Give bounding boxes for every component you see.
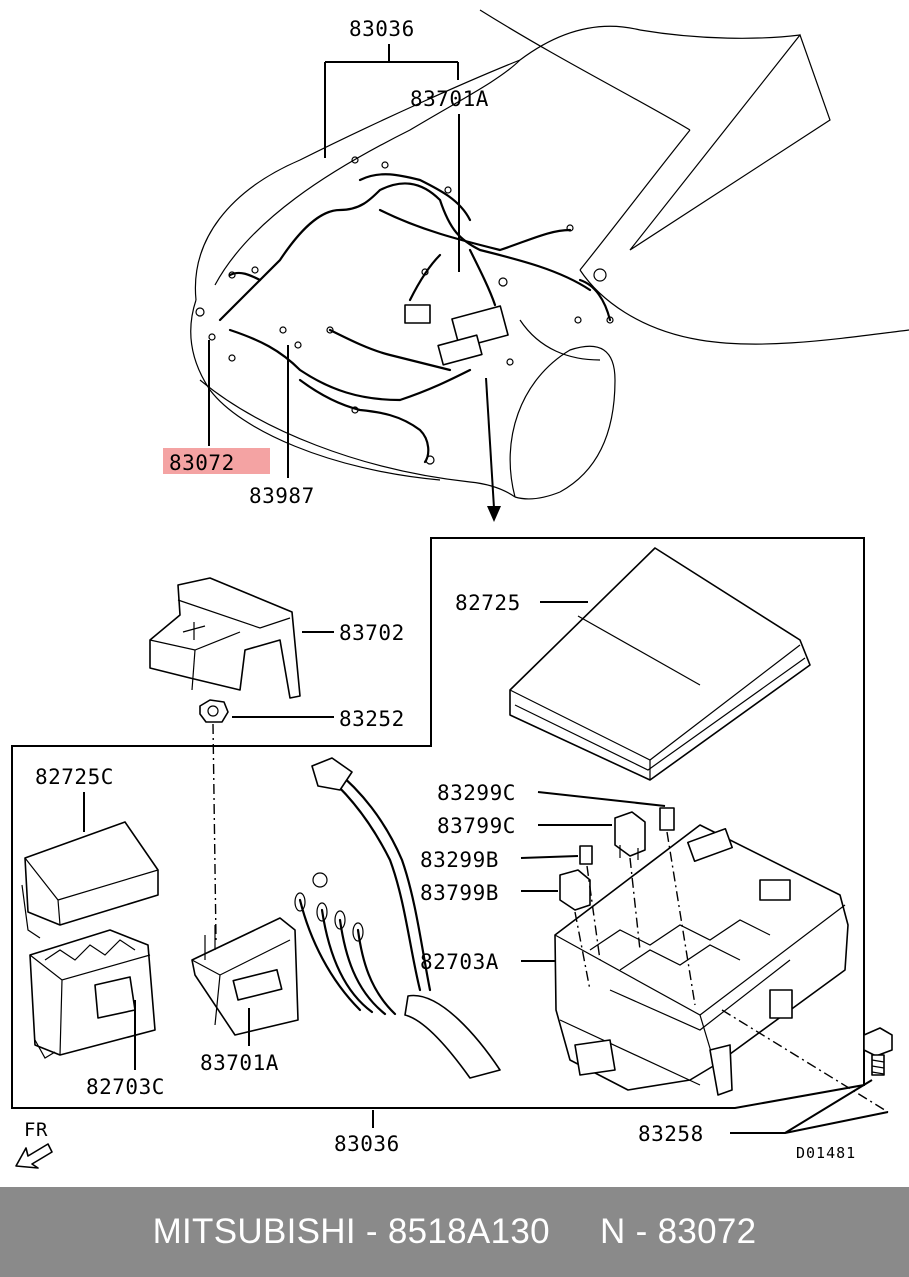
label-83799b: 83799B	[420, 881, 499, 905]
car-body-outline	[190, 9, 909, 500]
nut	[199, 699, 229, 723]
label-82725: 82725	[455, 591, 521, 615]
label-83072: 83072	[169, 451, 235, 475]
callout-83036-top: 83036	[324, 17, 459, 158]
fr-arrow-icon	[15, 1143, 53, 1169]
callout-83702: 83702	[302, 621, 405, 645]
callout-83258: 83258	[638, 1079, 889, 1146]
label-83299c: 83299C	[437, 781, 516, 805]
footer-bar: MITSUBISHI - 8518A130 N - 83072	[0, 1187, 909, 1277]
callout-82703c: 82703C	[86, 1000, 165, 1099]
callout-83799c: 83799C	[437, 814, 612, 838]
highlight-83072	[163, 448, 270, 474]
callout-83299c: 83299C	[437, 781, 666, 807]
callout-83701a-bottom: 83701A	[200, 1008, 279, 1075]
fr-label: FR	[24, 1119, 48, 1141]
label-83701a-bottom: 83701A	[200, 1051, 279, 1075]
diagram-code: D01481	[796, 1144, 856, 1162]
callout-83036-bottom: 83036	[334, 1110, 400, 1156]
label-83799c: 83799C	[437, 814, 516, 838]
front-direction-indicator: FR	[15, 1119, 53, 1169]
callout-83072: 83072	[163, 340, 270, 475]
callout-83299b: 83299B	[420, 848, 579, 872]
callout-82703a: 82703A	[420, 950, 556, 974]
bolt-centerline	[721, 1009, 889, 1113]
callout-82725c: 82725C	[35, 765, 114, 832]
label-83299b: 83299B	[420, 848, 499, 872]
relay-83799b	[559, 869, 591, 911]
callout-82725: 82725	[455, 591, 588, 615]
fuse-box-cover	[509, 547, 811, 781]
label-82703c: 82703C	[86, 1075, 165, 1099]
label-83702: 83702	[339, 621, 405, 645]
label-83252: 83252	[339, 707, 405, 731]
label-82703a: 82703A	[420, 950, 499, 974]
callout-83252: 83252	[232, 707, 405, 731]
detail-arrow	[485, 377, 501, 522]
label-83701a-top: 83701A	[410, 87, 489, 111]
label-83036-bottom: 83036	[334, 1132, 400, 1156]
relay-bracket	[149, 577, 301, 699]
fuse-83299c	[659, 807, 675, 831]
callout-83799b: 83799B	[420, 881, 558, 905]
detail-frame	[11, 537, 865, 1109]
bolt	[863, 1027, 893, 1076]
fuse-insert-centerline	[574, 831, 696, 1006]
label-83036-top: 83036	[349, 17, 415, 41]
main-fuse-block	[554, 824, 849, 1096]
parts-diagram: 83036 83701A 83072 83987 82725	[11, 9, 909, 1169]
sub-fuse-block	[29, 929, 156, 1059]
engine-wiring-harness	[195, 156, 614, 465]
fuse-83299b	[579, 845, 593, 865]
harness-bracket	[191, 917, 299, 1036]
battery-cable-harness	[294, 757, 501, 1079]
callout-83987: 83987	[249, 345, 315, 508]
label-83258: 83258	[638, 1122, 704, 1146]
footer-part-number: MITSUBISHI - 8518A130 N - 83072	[152, 1212, 757, 1251]
label-83987: 83987	[249, 484, 315, 508]
label-82725c: 82725C	[35, 765, 114, 789]
sub-fuse-cover	[21, 821, 159, 939]
assembly-centerline-nut	[212, 723, 217, 941]
relay-83799c	[614, 811, 646, 860]
callout-83701a-top: 83701A	[410, 87, 489, 272]
